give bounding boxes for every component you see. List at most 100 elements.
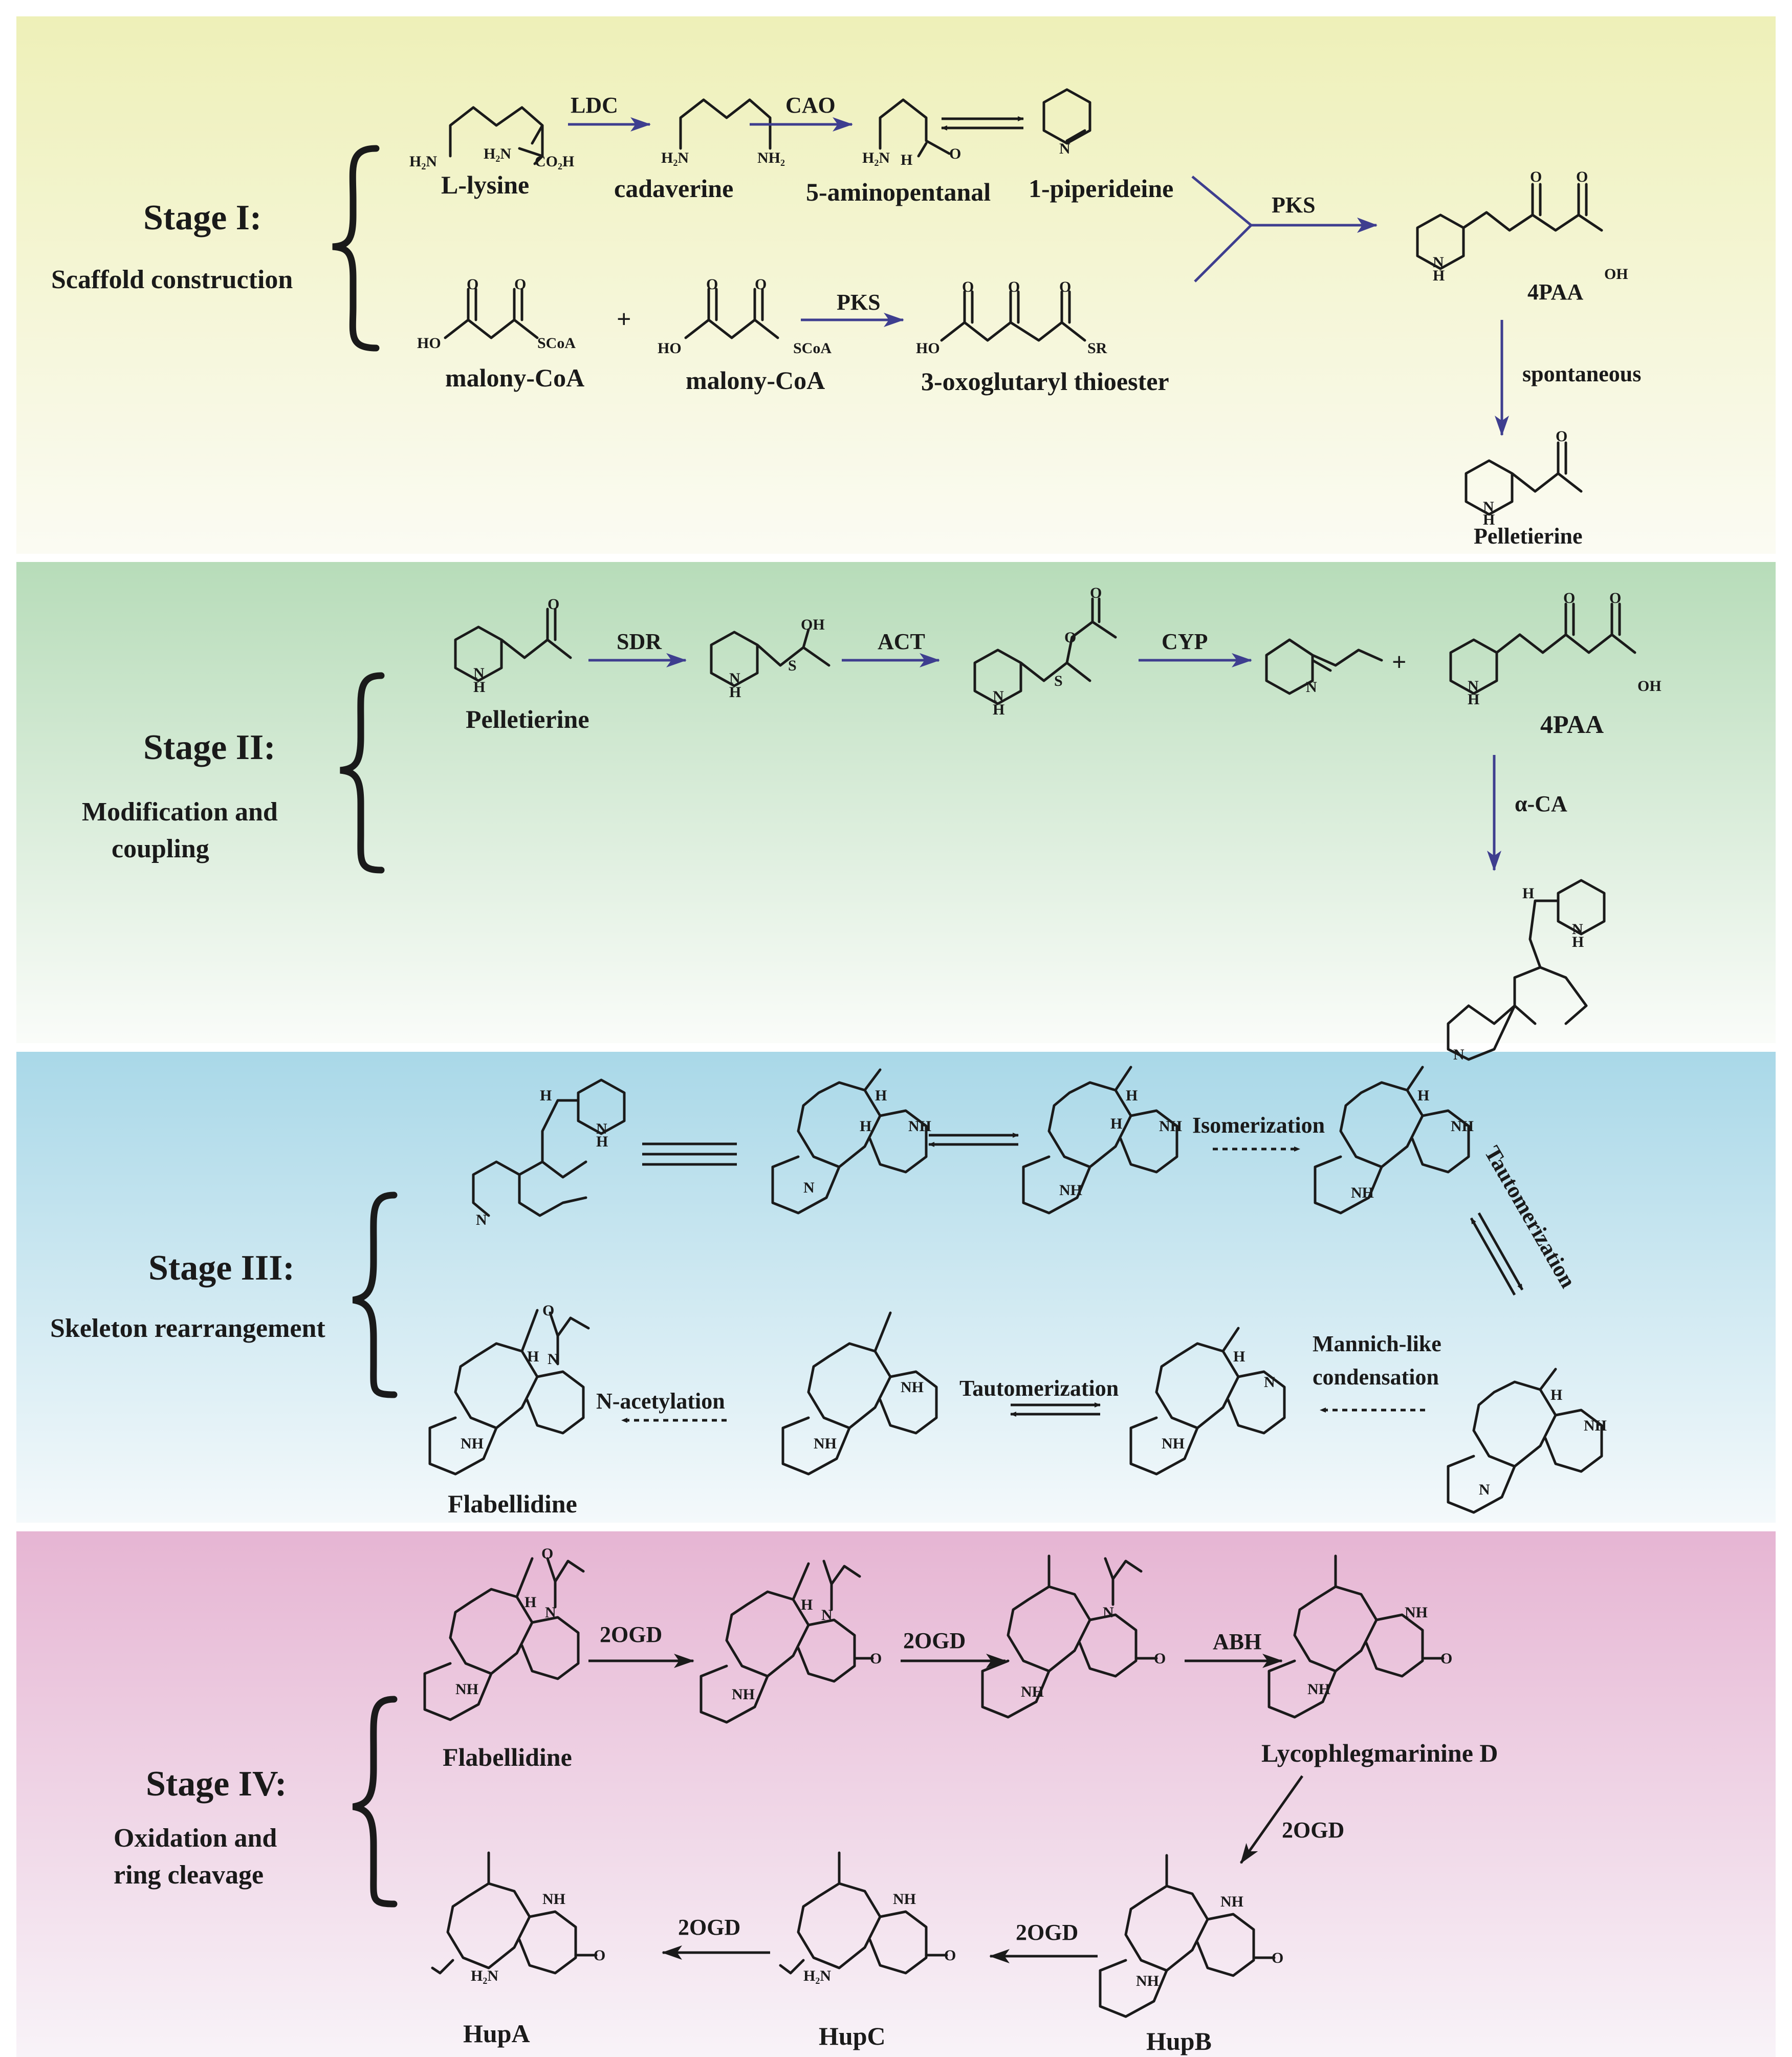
svg-text:H: H [875,1087,887,1104]
4paa-1-structure: H N O O OH [1416,168,1628,284]
svg-text:NH: NH [1021,1683,1044,1700]
mannich-label-2: condensation [1313,1365,1439,1390]
pelletierine-1-label: Pelletierine [1474,524,1583,549]
svg-text:N: N [1103,1604,1114,1621]
pelletierine-2-structure: N H O [454,596,572,696]
svg-text:H: H [860,1118,871,1135]
svg-text:NH: NH [461,1435,484,1452]
enamine-intermediate-structure: H NH NH [1314,1066,1474,1215]
svg-text:H: H [596,1133,608,1150]
stage3-title: Stage III: [148,1248,295,1288]
spontaneous-label: spontaneous [1522,361,1641,386]
acetate-intermediate-structure: N H O O S [973,584,1117,718]
flabellidine-2-label: Flabellidine [443,1743,572,1771]
svg-text:O: O [542,1302,554,1319]
stage2-brace [340,672,385,874]
pks-label-bottom: PKS [837,290,881,315]
svg-text:NH: NH [1136,1973,1159,1989]
mannich-label-1: Mannich-like [1313,1331,1441,1356]
svg-text:O: O [1272,1950,1283,1966]
stage2-panel [16,562,1776,1043]
stage4-subtitle-line2: ring cleavage [114,1860,264,1890]
act-label: ACT [878,629,925,654]
svg-text:O: O [870,1650,882,1667]
svg-text:NH: NH [1162,1435,1185,1452]
plus-sign-1: + [617,305,631,333]
svg-text:O: O [514,276,526,293]
stage3-brace [352,1192,398,1398]
conformer-a-structure: H NH H N [771,1068,931,1215]
svg-text:NH: NH [814,1435,837,1452]
lycophlegmarinine-structure: NH O NH [1267,1554,1452,1719]
svg-text:S: S [1054,673,1063,689]
conformer-b-structure: H NH H NH [1022,1066,1182,1215]
abh-label: ABH [1213,1629,1261,1654]
svg-text:O: O [1576,168,1588,185]
svg-text:NH: NH [1159,1118,1182,1135]
piperideine-label: 1-piperideine [1029,174,1173,203]
svg-text:NH: NH [1307,1681,1330,1698]
malonyl-coa-1-structure: HO O O SCoA [417,276,576,352]
svg-text:N: N [821,1607,833,1623]
stage2-title: Stage II: [143,728,276,767]
svg-text:H: H [901,151,912,168]
stage4-title: Stage IV: [146,1764,287,1804]
tautomerization-iii-label: Tautomerization [959,1376,1119,1401]
svg-text:O: O [1530,168,1542,185]
cyp-label: CYP [1162,629,1208,654]
svg-text:NH: NH [1351,1184,1374,1201]
svg-text:H: H [1468,691,1479,708]
n-acetylation-label: N-acetylation [596,1389,725,1414]
stage2-subtitle-line1: Modification and [82,797,278,827]
svg-text:H₂N: H₂N [409,153,437,170]
2ogd-label-5: 2OGD [1016,1920,1078,1945]
svg-text:H: H [1483,511,1495,528]
stage2-subtitle-line2: coupling [112,834,209,863]
svg-text:H: H [993,701,1004,718]
svg-text:N: N [476,1211,487,1228]
svg-text:OH: OH [1637,678,1662,695]
svg-text:O: O [755,276,767,293]
cadaverine-label: cadaverine [614,174,733,203]
svg-text:OH: OH [801,616,825,633]
isomerization-label: Isomerization [1192,1113,1325,1138]
svg-text:SCoA: SCoA [793,340,832,357]
oxoglutaryl-label: 3-oxoglutaryl thioester [921,367,1169,396]
dehydropiperidine-structure: N [1265,638,1383,696]
svg-text:HO: HO [916,340,940,357]
malonyl-coa-2-structure: HO O O SCoA [658,276,832,357]
pelletierine-2-label: Pelletierine [466,705,589,733]
svg-text:N: N [1479,1481,1490,1498]
flabellidine-1-label: Flabellidine [448,1489,577,1518]
alcohol-intermediate-structure: N H OH S [710,616,831,701]
svg-text:N: N [473,665,485,682]
svg-text:N: N [1059,140,1070,157]
svg-text:HO: HO [417,335,441,352]
coupled-product-structure: H N H N [1447,879,1606,1063]
svg-text:O: O [1154,1650,1166,1667]
pks-label-top: PKS [1272,192,1316,218]
aminopentanal-structure: H₂N H O [862,98,961,168]
pks-convergence [1191,176,1376,283]
svg-text:N: N [803,1179,815,1196]
svg-text:O: O [541,1545,553,1562]
tautomerization-diag-forward [1477,1212,1524,1291]
sdr-label: SDR [617,629,662,654]
l-lysine-label: L-lysine [441,170,529,199]
svg-text:H: H [1550,1387,1562,1403]
svg-text:NH: NH [893,1891,916,1908]
pelletierine-1-structure: N H O [1465,428,1583,528]
svg-text:N: N [1306,679,1317,696]
2ogd-label-1: 2OGD [600,1622,662,1647]
malonyl-coa-1-label: malony-CoA [445,363,584,392]
svg-text:NH: NH [901,1379,924,1396]
cao-label: CAO [785,93,836,118]
svg-text:O: O [467,276,478,293]
svg-text:NH: NH [1451,1118,1474,1135]
svg-text:HO: HO [658,340,682,357]
svg-text:N: N [548,1351,559,1368]
svg-text:H: H [729,684,741,701]
svg-text:SCoA: SCoA [537,335,576,352]
